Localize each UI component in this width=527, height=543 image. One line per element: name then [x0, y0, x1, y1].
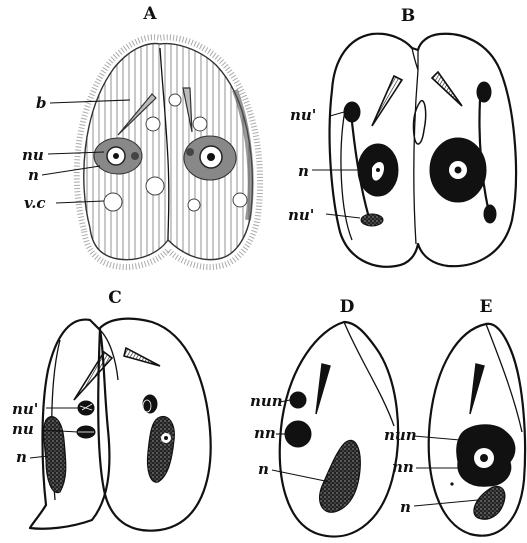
vacuole-2 [193, 117, 207, 131]
panel-c-label-n: n [16, 448, 27, 466]
vacuole-4 [104, 193, 122, 211]
micronucleus-lower-left [361, 214, 383, 226]
panel-e-label-n: n [400, 498, 411, 516]
panel-d-label-nn: nn [254, 424, 276, 442]
panel-a-label-b: b [36, 94, 47, 112]
left-micronucleus [131, 152, 139, 160]
panel-a-label-vc: v.c [24, 194, 46, 212]
panel-c: C nu' nu n [12, 288, 211, 531]
nucleolus-right [455, 167, 462, 174]
panel-a: A [22, 4, 260, 267]
micronucleus-lower-right [484, 205, 496, 223]
panel-b-label-n: n [298, 162, 309, 180]
vacuole-7 [169, 94, 181, 106]
macronucleus-right [147, 416, 174, 482]
oral-ridge [486, 324, 522, 432]
oral-cone-right [124, 348, 160, 366]
vacuole-5 [188, 199, 200, 211]
micronucleus-upper-left [344, 102, 360, 122]
leader-b-nu-lower [326, 214, 360, 218]
panel-b-title: B [401, 6, 415, 26]
cleft [414, 70, 418, 244]
vacuole-1 [146, 117, 160, 131]
panel-a-label-nu: nu [22, 146, 44, 164]
panel-d-title: D [340, 297, 355, 317]
nucleus-nn [285, 421, 311, 447]
panel-b-label-nu-lower: nu' [288, 206, 314, 224]
micronucleus-upper-right [477, 82, 491, 102]
apical-notch [412, 48, 418, 70]
panel-d-label-n: n [258, 460, 269, 478]
cell-outline [330, 34, 516, 267]
leader-e-n [414, 500, 478, 506]
panel-e-organism [429, 324, 525, 536]
oral-cone-left [74, 352, 112, 400]
panel-c-title: C [108, 288, 122, 308]
vacuole-6 [233, 193, 247, 207]
oral-cone [470, 364, 484, 414]
oral-cone-left [372, 76, 402, 126]
left-inner-rim [341, 110, 352, 240]
panel-e: E nun nn n [384, 297, 525, 536]
leader-b-nu-upper [330, 112, 344, 116]
leader-e-nun [414, 436, 460, 440]
panel-e-label-nun: nun [384, 426, 417, 444]
nucleolus-c [164, 436, 168, 440]
panel-c-label-nu-prime: nu' [12, 400, 38, 418]
nucleolus-left [376, 168, 380, 172]
macronucleus-n [320, 440, 361, 512]
panel-b: B [288, 6, 516, 267]
panel-a-label-n: n [28, 166, 39, 184]
panel-c-organism [30, 319, 211, 531]
panel-e-label-nn: nn [392, 458, 414, 476]
panel-a-organism [77, 37, 260, 267]
nucleus-nun-core [480, 454, 488, 462]
macronucleus-left [44, 417, 66, 493]
right-nucleolus [207, 153, 215, 161]
left-nucleolus [113, 153, 119, 159]
panel-d-organism [280, 322, 398, 537]
granule [450, 482, 453, 485]
panel-b-organism [330, 34, 516, 267]
panel-e-title: E [480, 297, 493, 317]
panel-d: D nun nn n [250, 297, 398, 537]
panel-a-title: A [142, 4, 157, 24]
oral-cone-right [432, 72, 462, 106]
panel-c-label-nu: nu [12, 420, 34, 438]
macronucleus-n [474, 486, 505, 519]
panel-d-label-nun: nun [250, 392, 283, 410]
vacuole-3 [146, 177, 164, 195]
oral-cone [316, 364, 330, 414]
right-micronucleus [186, 148, 194, 156]
nucleus-nun [290, 392, 306, 408]
panel-b-label-nu-upper: nu' [290, 106, 316, 124]
